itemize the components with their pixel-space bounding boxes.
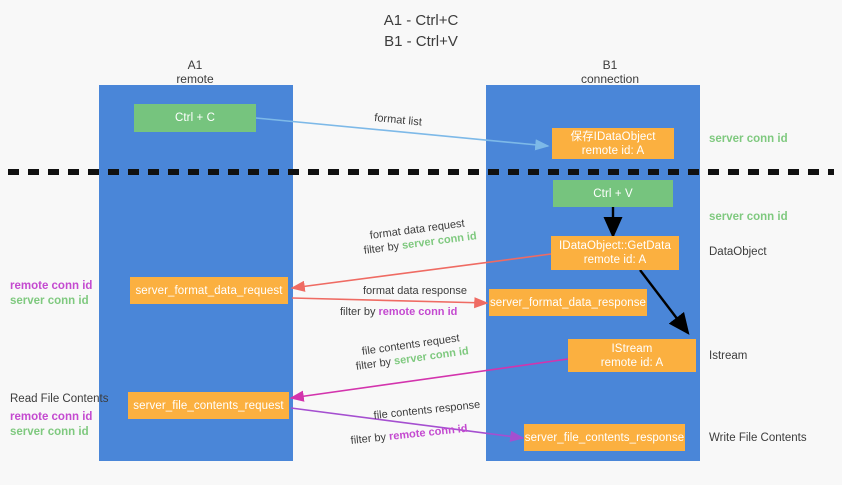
- column-header-a1: A1 remote: [130, 58, 260, 86]
- node-server-format-data-request-label: server_format_data_request: [135, 284, 283, 297]
- title-line-2: B1 - Ctrl+V: [384, 33, 458, 50]
- label-read-file-contents: Read File Contents: [10, 393, 109, 405]
- filter-prefix-1: filter by: [363, 239, 403, 257]
- edge-label-format-data-response: format data response: [363, 285, 467, 297]
- edge-label-file-contents-response-filter: filter by remote conn id: [350, 422, 468, 449]
- node-server-file-contents-request-label: server_file_contents_request: [133, 399, 284, 412]
- node-save-idataobject-line1: 保存IDataObject: [570, 130, 656, 143]
- label-dataobject: DataObject: [709, 246, 767, 258]
- node-ctrl-v[interactable]: Ctrl + V: [553, 180, 673, 207]
- node-save-idataobject-line2: remote id: A: [581, 144, 645, 157]
- diagram-title: A1 - Ctrl+C B1 - Ctrl+V: [0, 10, 842, 52]
- column-a1-name: A1: [187, 58, 203, 72]
- filter-prefix-3: filter by: [355, 355, 395, 373]
- label-write-file-contents: Write File Contents: [709, 432, 807, 444]
- column-b1-subtitle: connection: [580, 72, 640, 86]
- edge-label-file-contents-response: file contents response: [373, 398, 481, 422]
- label-server-conn-id-top: server conn id: [709, 133, 788, 145]
- node-server-format-data-response-label: server_format_data_response: [489, 296, 647, 309]
- filter-prefix-2: filter by: [340, 306, 379, 318]
- node-getdata-line2: remote id: A: [583, 254, 647, 266]
- label-remote-conn-id-2: remote conn id: [10, 411, 93, 423]
- label-server-conn-id-2: server conn id: [10, 426, 89, 438]
- node-istream[interactable]: IStream remote id: A: [568, 339, 696, 372]
- node-idataobject-getdata[interactable]: IDataObject::GetData remote id: A: [551, 236, 679, 270]
- title-line-1: A1 - Ctrl+C: [383, 12, 459, 29]
- column-header-b1: B1 connection: [545, 58, 675, 86]
- node-server-file-contents-response-label: server_file_contents_response: [524, 431, 685, 444]
- node-ctrl-c-label: Ctrl + C: [174, 112, 216, 124]
- label-server-conn-id-mid: server conn id: [709, 211, 788, 223]
- label-istream: Istream: [709, 350, 748, 362]
- filter-value-2: remote conn id: [378, 306, 458, 318]
- node-server-file-contents-request[interactable]: server_file_contents_request: [128, 392, 289, 419]
- edge-label-format-list: format list: [373, 111, 423, 129]
- node-server-file-contents-response[interactable]: server_file_contents_response: [524, 424, 685, 451]
- node-server-format-data-response[interactable]: server_format_data_response: [489, 289, 647, 316]
- node-getdata-line1: IDataObject::GetData: [559, 240, 671, 252]
- node-server-format-data-request[interactable]: server_format_data_request: [130, 277, 288, 304]
- column-a1-subtitle: remote: [176, 72, 214, 86]
- node-istream-line2: remote id: A: [600, 356, 664, 369]
- node-istream-line1: IStream: [611, 342, 653, 355]
- column-b1-name: B1: [602, 58, 618, 72]
- edge-label-format-data-response-filter: filter by remote conn id: [340, 305, 457, 320]
- node-ctrl-v-label: Ctrl + V: [593, 187, 633, 200]
- label-remote-conn-id-1: remote conn id: [10, 280, 93, 292]
- node-save-idataobject[interactable]: 保存IDataObject remote id: A: [552, 128, 674, 159]
- label-server-conn-id-1: server conn id: [10, 295, 89, 307]
- node-ctrl-c[interactable]: Ctrl + C: [134, 104, 256, 132]
- filter-prefix-4: filter by: [350, 430, 390, 447]
- filter-value-4: remote conn id: [388, 422, 469, 443]
